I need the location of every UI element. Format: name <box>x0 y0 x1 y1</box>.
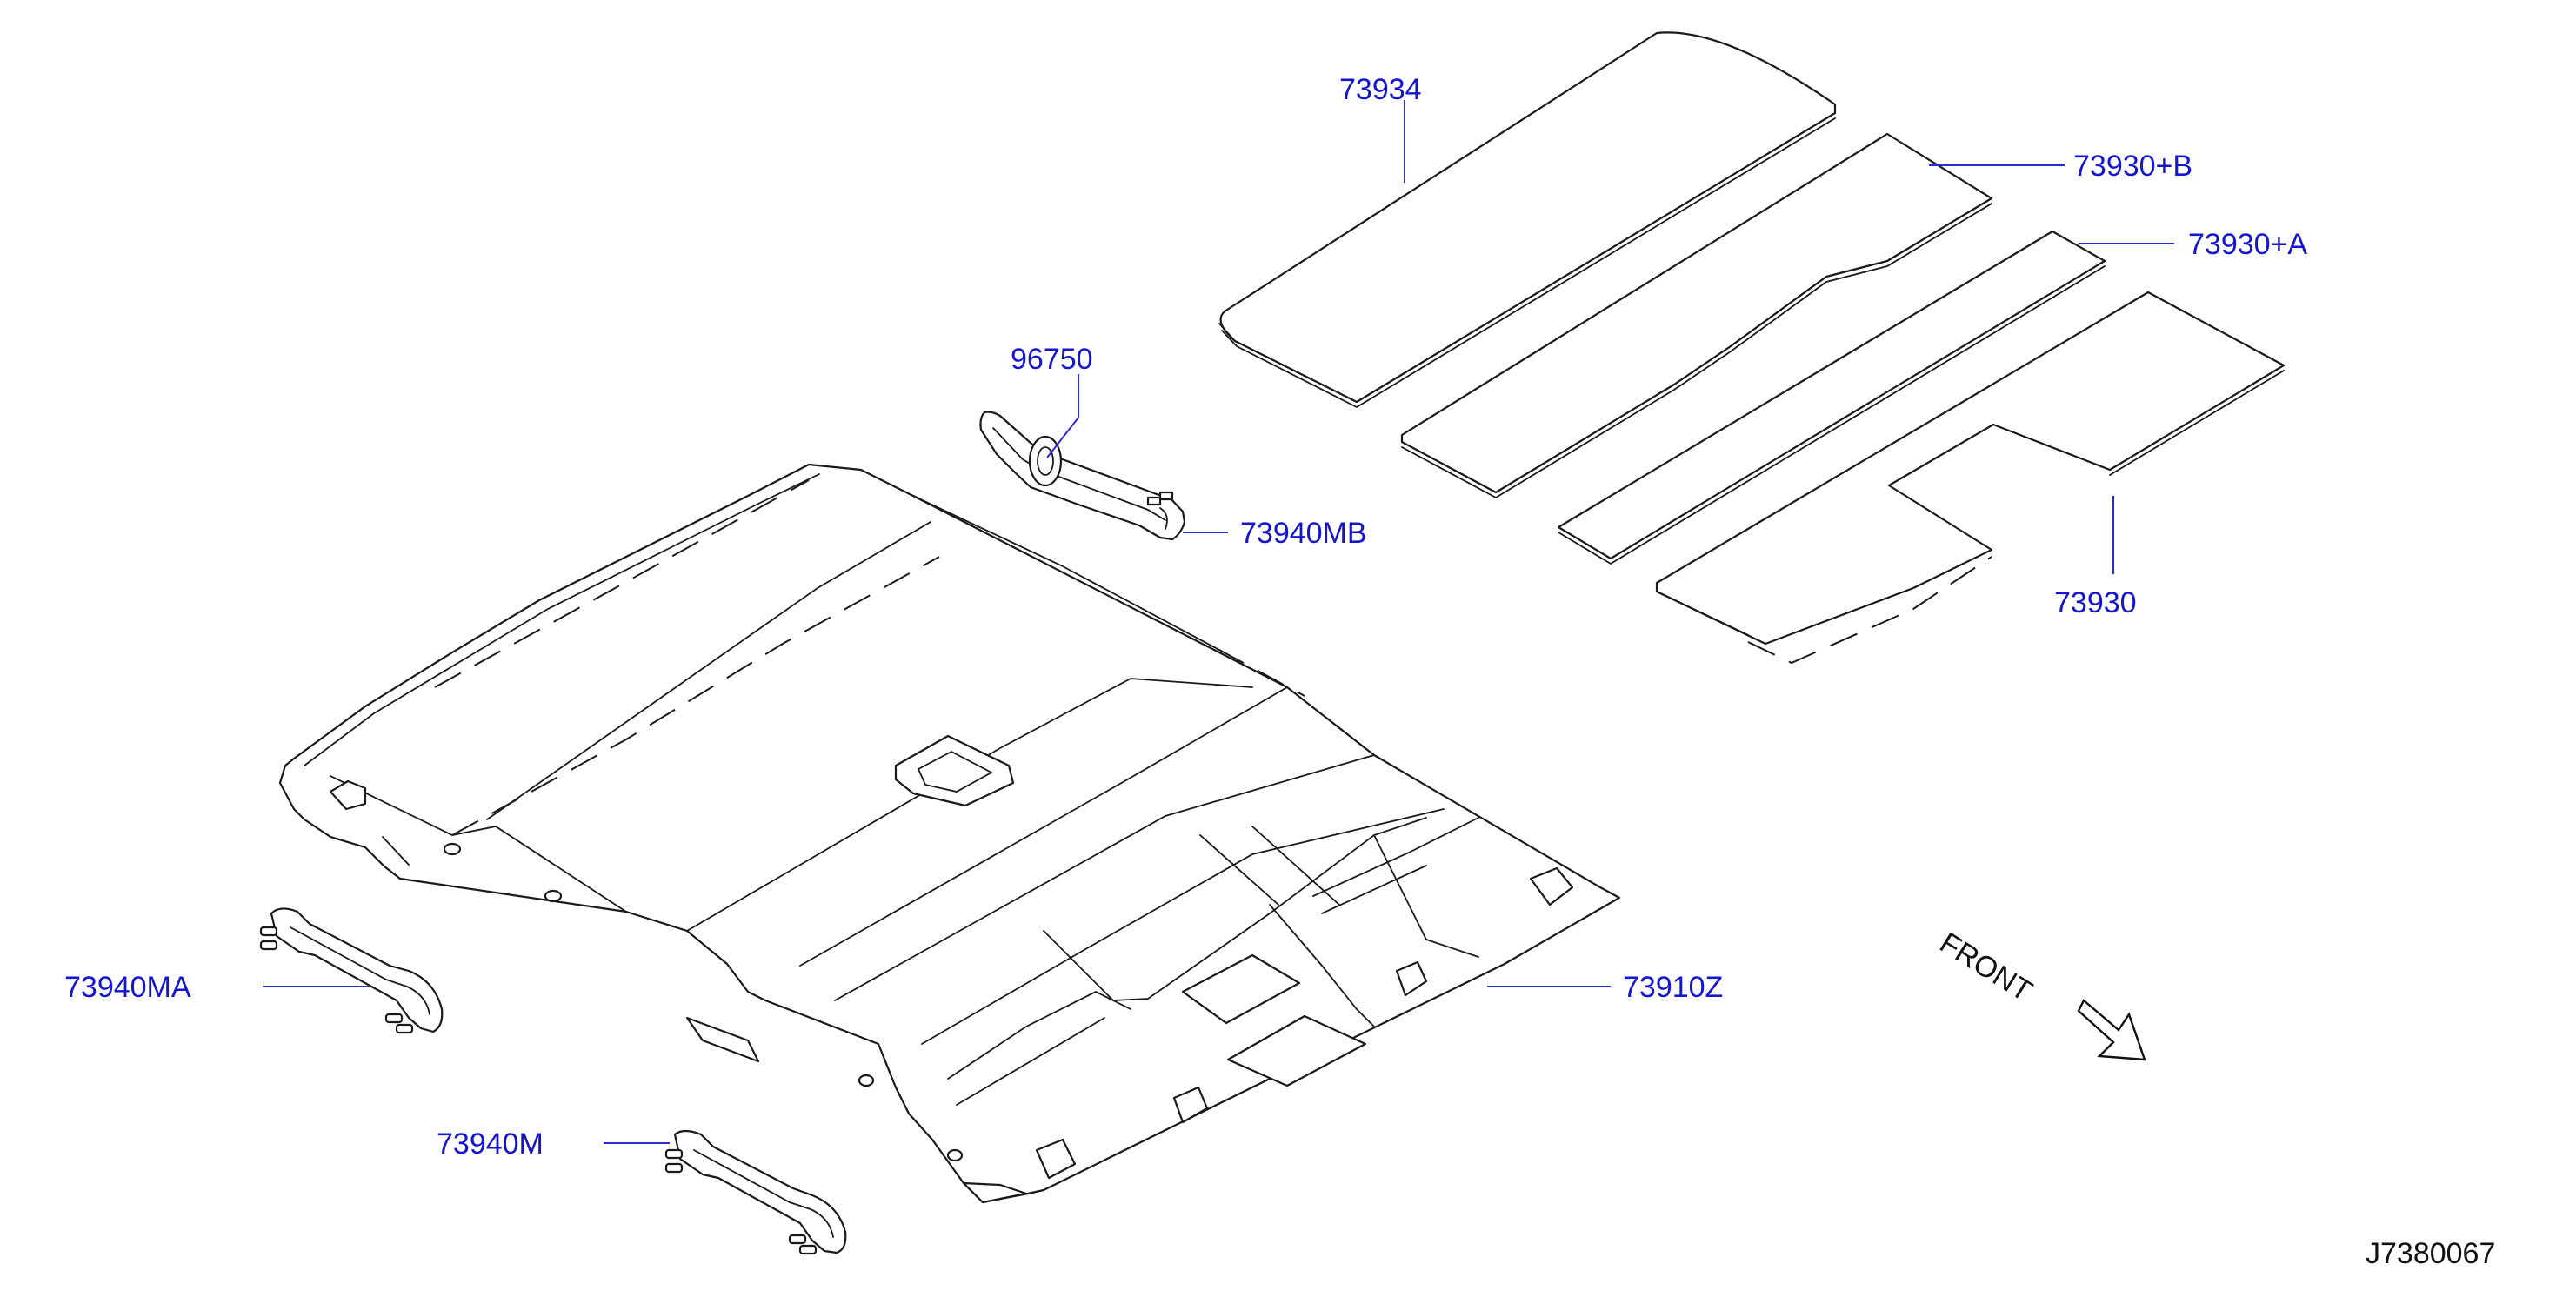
callout-73930-b[interactable]: 73930+B <box>2073 150 2192 183</box>
headliner-73910z[interactable] <box>278 463 1621 1204</box>
diagram-reference-code: J7380067 <box>2366 1237 2495 1270</box>
callout-73940mb[interactable]: 73940MB <box>1240 517 1367 550</box>
callout-96750[interactable]: 96750 <box>1011 343 1093 376</box>
callout-73940ma[interactable]: 73940MA <box>64 971 191 1004</box>
front-label: FRONT <box>1934 926 2038 1008</box>
front-arrow-icon <box>2077 999 2146 1061</box>
panel-73930[interactable] <box>1655 291 2286 665</box>
panel-73930-a[interactable] <box>1557 230 2106 565</box>
callout-73940m[interactable]: 73940M <box>437 1127 544 1161</box>
callout-73930[interactable]: 73930 <box>2054 586 2137 619</box>
callout-73934[interactable]: 73934 <box>1339 73 1422 106</box>
clip-96750[interactable] <box>1028 435 1063 487</box>
callout-labels: 73934 73930+B 73930+A 73930 96750 73940M… <box>64 73 2307 1161</box>
panel-73934[interactable] <box>1218 31 1837 409</box>
leader-96750-diag <box>1046 417 1079 458</box>
callout-73930-a[interactable]: 73930+A <box>2188 228 2307 261</box>
grab-handle-73940m[interactable] <box>664 1129 847 1255</box>
leader-lines <box>263 100 2174 1144</box>
grab-handle-73940mb[interactable] <box>979 411 1186 541</box>
callout-73910z[interactable]: 73910Z <box>1623 971 1723 1004</box>
front-direction-indicator: FRONT <box>1934 926 2146 1061</box>
grab-handle-73940ma[interactable] <box>259 907 444 1034</box>
